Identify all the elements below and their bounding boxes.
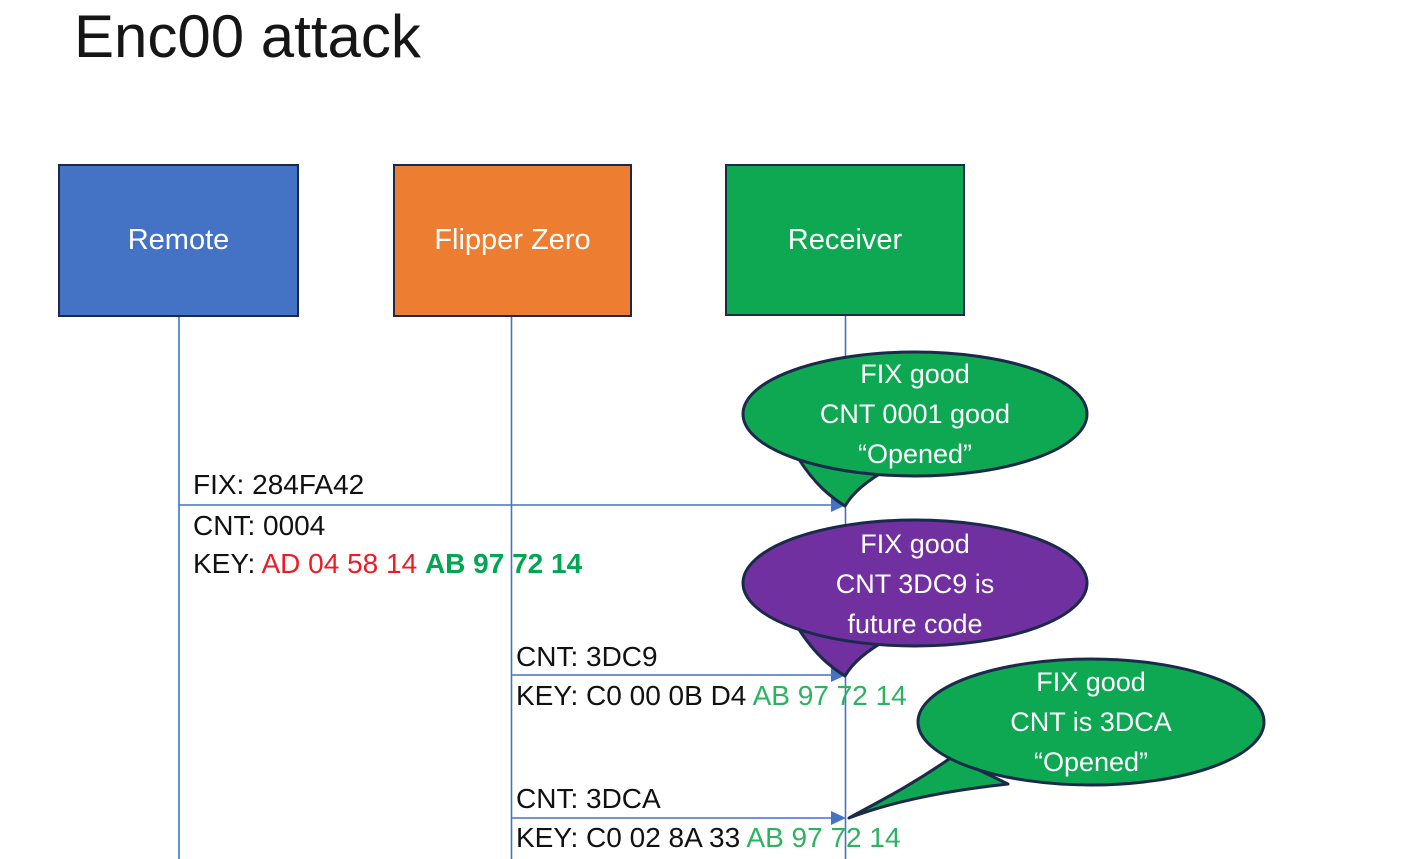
callout-3-text: FIX good CNT is 3DCA “Opened” bbox=[919, 659, 1263, 785]
callout-1-line-2: CNT 0001 good bbox=[819, 399, 1011, 429]
callout-1-text: FIX good CNT 0001 good “Opened” bbox=[743, 352, 1087, 476]
actor-flipper-zero: Flipper Zero bbox=[393, 164, 632, 317]
message-2-key-black-bytes: C0 00 0B D4 bbox=[586, 680, 753, 711]
message-3-key-prefix: KEY: bbox=[516, 822, 587, 853]
message-2-cnt-label: CNT: 3DC9 bbox=[516, 641, 658, 672]
message-1-cnt-label: CNT: 0004 bbox=[193, 510, 326, 541]
message-2-key-label: KEY: C0 00 0B D4 AB 97 72 14 bbox=[516, 679, 907, 713]
callout-3-line-3: “Opened” bbox=[1033, 747, 1149, 777]
callout-1-line-3: “Opened” bbox=[857, 439, 973, 469]
message-arrowhead-2-icon bbox=[831, 668, 846, 682]
actor-receiver-label: Receiver bbox=[787, 223, 903, 256]
message-2-key-green-bytes: AB 97 72 14 bbox=[752, 680, 907, 711]
message-3-cnt-label: CNT: 3DCA bbox=[516, 783, 661, 814]
slide-title: Enc00 attack bbox=[74, 3, 421, 70]
message-2-key-prefix: KEY: bbox=[516, 680, 587, 711]
callout-3-line-1: FIX good bbox=[1036, 667, 1146, 697]
actor-remote: Remote bbox=[58, 164, 299, 317]
message-3-key-green-bytes: AB 97 72 14 bbox=[746, 822, 901, 853]
message-arrowhead-1-icon bbox=[831, 498, 846, 512]
message-3-key-black-bytes: C0 02 8A 33 bbox=[586, 822, 747, 853]
message-3-key-label: KEY: C0 02 8A 33 AB 97 72 14 bbox=[516, 821, 901, 855]
message-1-key-green-bytes: AB 97 72 14 bbox=[424, 548, 583, 579]
callout-3-tail bbox=[847, 755, 1010, 820]
callout-1-line-1: FIX good bbox=[860, 359, 970, 389]
callout-1-bubble bbox=[741, 350, 1089, 478]
callout-2-text: FIX good CNT 3DC9 is future code bbox=[743, 520, 1087, 647]
callout-2-line-1: FIX good bbox=[860, 528, 970, 559]
actor-remote-label: Remote bbox=[127, 224, 230, 256]
message-1-fix-label: FIX: 284FA42 bbox=[193, 469, 365, 500]
message-1-key-prefix: KEY: bbox=[193, 548, 262, 579]
callout-3-line-2: CNT is 3DCA bbox=[1010, 707, 1172, 737]
actor-flipper-zero-label: Flipper Zero bbox=[434, 224, 591, 256]
callout-2-line-3: future code bbox=[847, 608, 983, 639]
actor-receiver: Receiver bbox=[725, 164, 965, 316]
message-1-key-red-bytes: AD 04 58 14 bbox=[261, 548, 425, 579]
callout-3-bubble bbox=[916, 657, 1266, 787]
callout-2-line-2: CNT 3DC9 is bbox=[835, 568, 995, 599]
message-arrowhead-3-icon bbox=[831, 811, 846, 825]
message-1-key-label: KEY: AD 04 58 14 AB 97 72 14 bbox=[193, 547, 582, 581]
callout-2-bubble bbox=[741, 518, 1089, 648]
